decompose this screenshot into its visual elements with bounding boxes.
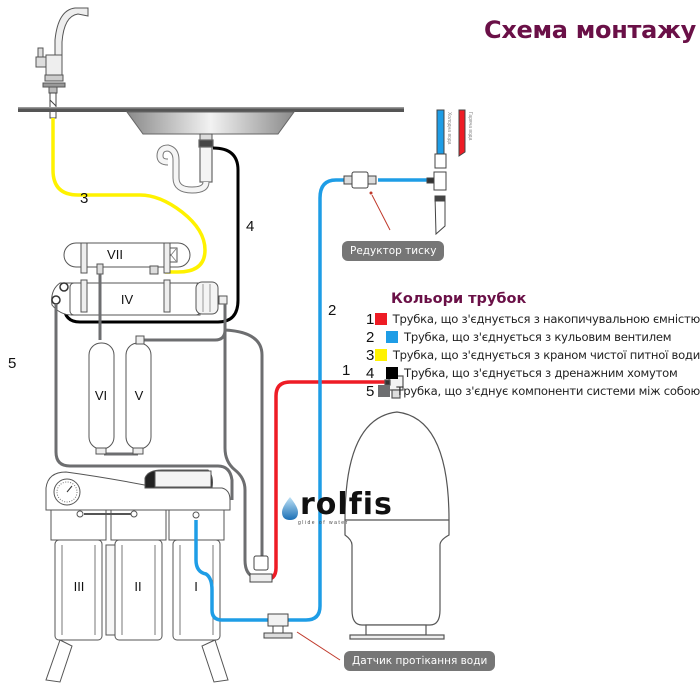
legend-item-text: Трубка, що з'єднується з краном чистої п… [392,348,700,362]
page-title: Схема монтажу [484,16,696,44]
legend-item: 5 Трубка, що з'єднує компоненти системи … [366,382,700,400]
legend-item-number: 3 [366,346,375,364]
leak-sensor [263,613,293,639]
filter-v-label: V [135,388,144,403]
filter-i-label: I [194,579,198,594]
legend-item: 1 Трубка, що з'єднується з накопичувальн… [366,310,700,328]
filter-iv-membrane: IV [51,279,228,316]
legend-item-text: Трубка, що з'єднує компоненти системи мі… [396,384,700,398]
filter-vi-label: VI [95,388,107,403]
pressure-reducer-pointer [371,194,391,231]
pressure-reducer-callout: Редуктор тиску [342,241,445,261]
filter-vi: VI [88,342,115,455]
storage-tank [344,375,450,640]
legend-item: 2 Трубка, що з'єднується з кульовим вент… [366,328,700,346]
tube-3-clean-water [51,118,207,274]
yellow-swatch [374,349,387,361]
legend-item-number: 2 [366,328,375,346]
legend-item: 4 Трубка, що з'єднується з дренажним хом… [366,364,700,382]
filter-v: V [125,335,152,455]
pressure-reducer [343,171,377,189]
filter-ii-label: II [134,579,141,594]
legend-item-number: 1 [366,310,375,328]
cold-water-label: Холодна вода [446,112,452,145]
tube-color-legend: Кольори трубок 1 Трубка, що з'єднується … [366,291,700,400]
tube-label-1: 1 [342,362,351,379]
tube-label-3: 3 [80,190,89,207]
drain-siphon [156,139,214,194]
logo-name: rolfis [300,487,393,522]
prefilter-block: III II I [45,469,231,683]
hot-water-label: Гаряча вода [467,112,473,141]
black-swatch [386,367,398,379]
brand-logo: rolfis glide of water [282,487,393,527]
legend-item-text: Трубка, що з'єднується з накопичувальною… [392,312,700,326]
drinking-water-faucet [35,7,89,119]
legend-title: Кольори трубок [391,291,527,307]
tube-label-2: 2 [328,302,337,319]
logo-drop-icon [282,497,298,520]
legend-item-number: 4 [366,364,375,382]
leak-sensor-pointer [296,631,341,661]
legend-item: 3 Трубка, що з'єднується з краном чистої… [366,346,700,364]
logo-tagline: glide of water [298,520,349,526]
tee-connector [249,555,273,583]
blue-swatch [386,331,398,343]
filter-iii-label: III [74,579,85,594]
tube-label-4: 4 [246,218,255,235]
filter-iv-label: IV [121,292,134,307]
red-swatch [374,313,387,325]
tube-label-5: 5 [8,355,17,372]
tube-2-ball-valve [194,178,430,622]
tube-5-connections [54,274,264,580]
legend-item-number: 5 [366,382,375,400]
tap-connection [426,109,466,236]
tube-4-drain [62,146,240,324]
leak-sensor-callout: Датчик протікання води [344,651,496,671]
gray-swatch [378,385,391,397]
filter-vii: VII [63,242,191,275]
legend-item-text: Трубка, що з'єднується з дренажним хомут… [404,366,678,380]
legend-item-text: Трубка, що з'єднується з кульовим вентил… [404,330,672,344]
filter-vii-label: VII [107,247,123,262]
